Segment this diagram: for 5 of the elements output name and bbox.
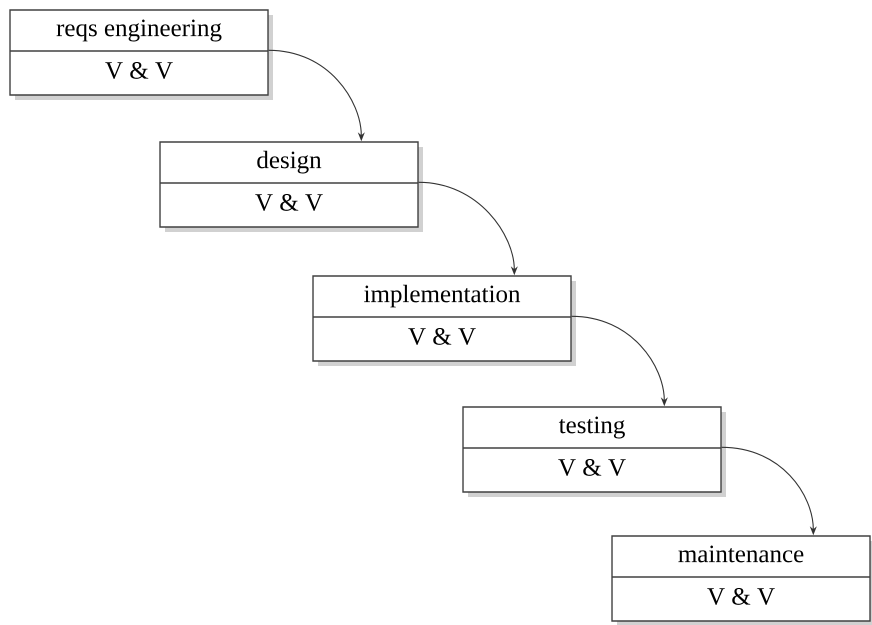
process-box: design V & V xyxy=(159,141,423,232)
process-box: maintenance V & V xyxy=(611,535,872,625)
process-box: reqs engineering V & V xyxy=(9,9,273,100)
process-box: testing V & V xyxy=(462,406,726,497)
process-box: implementation V & V xyxy=(312,275,576,366)
